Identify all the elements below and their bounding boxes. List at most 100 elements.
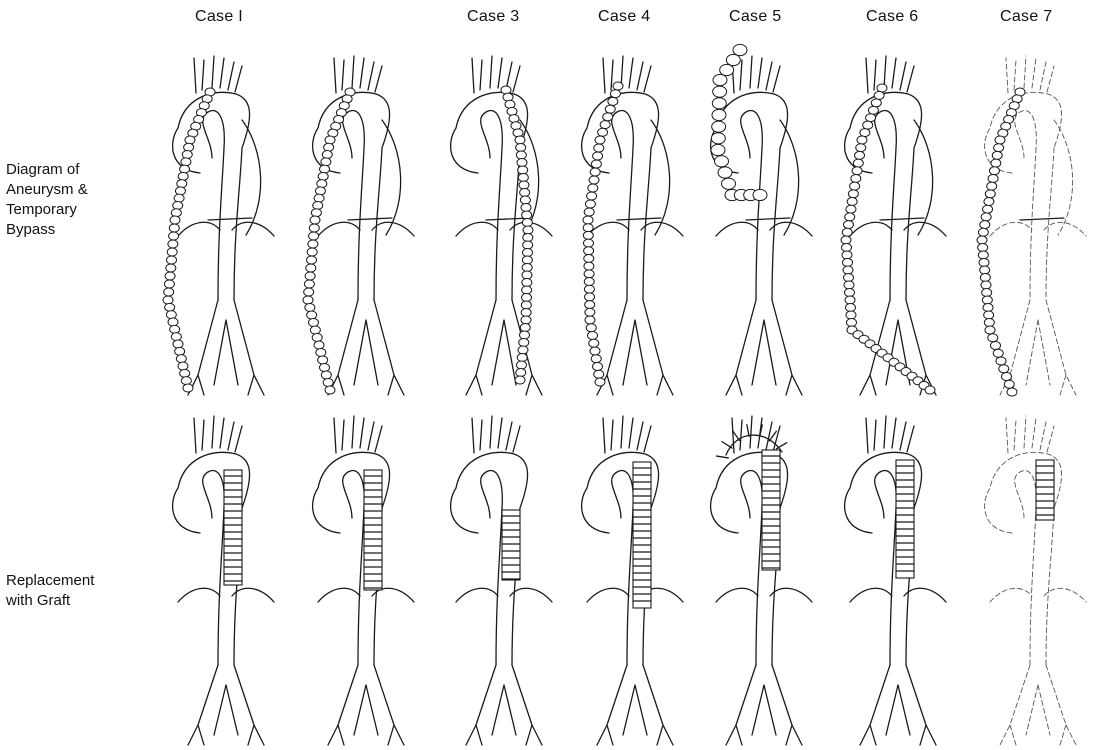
aortic-arch-inner [203,111,225,159]
diaphragm [990,222,1086,236]
bypass-ring [977,236,987,244]
bypass-ring [176,355,186,363]
bypass-ring [584,247,594,255]
carotid-branch [1024,56,1036,88]
bypass-ring [513,129,523,137]
bypass-ring [877,84,887,92]
bypass-ring [585,200,595,208]
bypass-ring [523,226,533,234]
bypass-ring [589,339,599,347]
carotid-branch [621,416,633,448]
bypass-ring [522,211,532,219]
bypass-ring [169,232,179,240]
descending-aorta-left-wall [627,148,633,300]
bypass-ring [978,244,988,252]
diaphragm [716,222,812,236]
aortic-arch-inner [612,111,634,159]
bypass-ring [586,324,596,332]
descending-aorta-left-wall [218,148,224,300]
arch-graft-ring [776,443,786,449]
bypass-ring [583,239,593,247]
subclavian-branch [900,422,914,452]
bypass-ring [984,319,994,327]
bypass-ring [320,165,330,173]
aortic-arch-inner [875,111,897,159]
case-2-aneurysm-bypass [303,56,414,395]
carotid-branch [1024,416,1036,448]
bypass-ring [848,190,858,198]
bypass-ring [183,384,193,392]
bypass-ring [321,158,331,166]
bypass-ring [847,198,857,206]
bypass-ring [304,280,314,288]
bypass-ring [588,332,598,340]
clamp-line [348,218,392,220]
bypass-ring [605,105,615,113]
bypass-ring [501,86,511,94]
brachiocephalic-branch [334,418,344,453]
bypass-ring [164,288,174,296]
case-3-replacement-graft [451,416,552,745]
bypass-ring [585,301,595,309]
bypass-ring [178,362,188,370]
bypass-ring [307,248,317,256]
bypass-ring [316,349,326,357]
bypass-ring [175,187,185,195]
bypass-ring [584,270,594,278]
bypass-ring [520,324,530,332]
bypass-ring [166,311,176,319]
bypass-ring [310,216,320,224]
bypass-ring [170,325,180,333]
iliac-bifurcation [726,665,802,745]
bypass-ring [518,166,528,174]
bypass-ring [845,289,855,297]
bypass-ring [324,143,334,151]
bypass-ring [521,309,531,317]
subclavian-branch [1040,422,1054,452]
bypass-ring [168,240,178,248]
diaphragm [318,222,414,236]
bypass-ring [711,133,725,144]
subclavian-branch [368,62,382,92]
bypass-ring [985,326,995,334]
bypass-ring [309,232,319,240]
bypass-ring [996,357,1006,365]
bypass-ring [598,128,608,136]
bypass-ring [753,189,767,200]
diaphragm [178,222,274,236]
diaphragm [178,588,274,602]
bypass-ring [305,304,315,312]
brachiocephalic-branch [866,58,876,93]
aortic-arch-inner [481,471,503,519]
bypass-ring [171,209,181,217]
bypass-ring [981,281,991,289]
bypass-ring [511,122,521,130]
bypass-ring [169,224,179,232]
bypass-ring [613,82,623,90]
bypass-ring [177,180,187,188]
bypass-ring [517,159,527,167]
bypass-ring [594,370,604,378]
subclavian-branch [228,62,242,92]
bypass-ring [843,221,853,229]
case-1-aneurysm-bypass [163,56,274,395]
bypass-ring [164,280,174,288]
iliac-bifurcation [188,665,264,745]
bypass-ring [991,342,1001,350]
case-6-aneurysm-bypass [841,56,946,395]
descending-aorta-left-wall [1030,508,1036,665]
bypass-ring [521,204,531,212]
bypass-ring [521,316,531,324]
bypass-ring [515,136,525,144]
bypass-ring [590,347,600,355]
bypass-ring [984,198,994,206]
bypass-ring [713,74,727,85]
bypass-ring [519,339,529,347]
brachiocephalic-branch [472,418,482,453]
bypass-ring [185,136,195,144]
bypass-ring [712,98,726,109]
bypass-ring [325,386,335,394]
bypass-ring [507,107,517,115]
bypass-ring [856,144,866,152]
bypass-ring [608,97,618,105]
